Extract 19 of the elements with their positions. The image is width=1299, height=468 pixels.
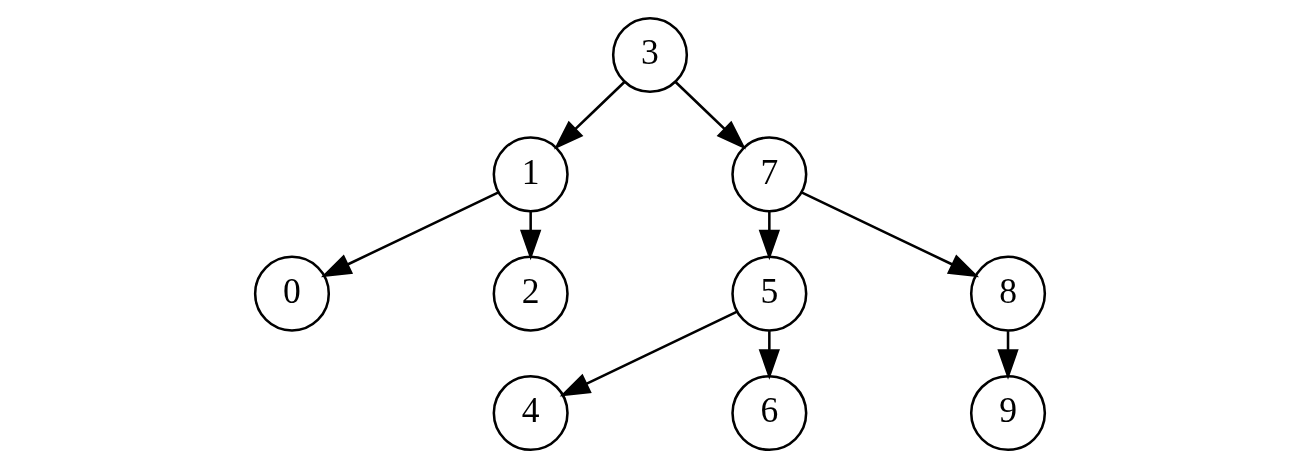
arrow (758, 331, 780, 380)
node-circle: 5 (730, 255, 807, 332)
node-circle: 2 (492, 255, 569, 332)
node-circle: 0 (253, 255, 330, 332)
arrow (559, 310, 738, 397)
node-circle: 8 (969, 255, 1046, 332)
arrow (553, 80, 626, 150)
arrow (320, 191, 499, 278)
node-circle: 6 (730, 374, 807, 452)
arrow (800, 191, 979, 278)
node-circle: 7 (730, 136, 807, 213)
node-circle: 4 (492, 374, 569, 452)
arrow (758, 211, 780, 261)
node-circle: 9 (969, 374, 1046, 452)
node-circle: 3 (611, 16, 688, 94)
arrow (673, 80, 746, 150)
arrow (996, 331, 1019, 380)
node-circle: 1 (492, 136, 569, 213)
arrow (519, 211, 541, 261)
